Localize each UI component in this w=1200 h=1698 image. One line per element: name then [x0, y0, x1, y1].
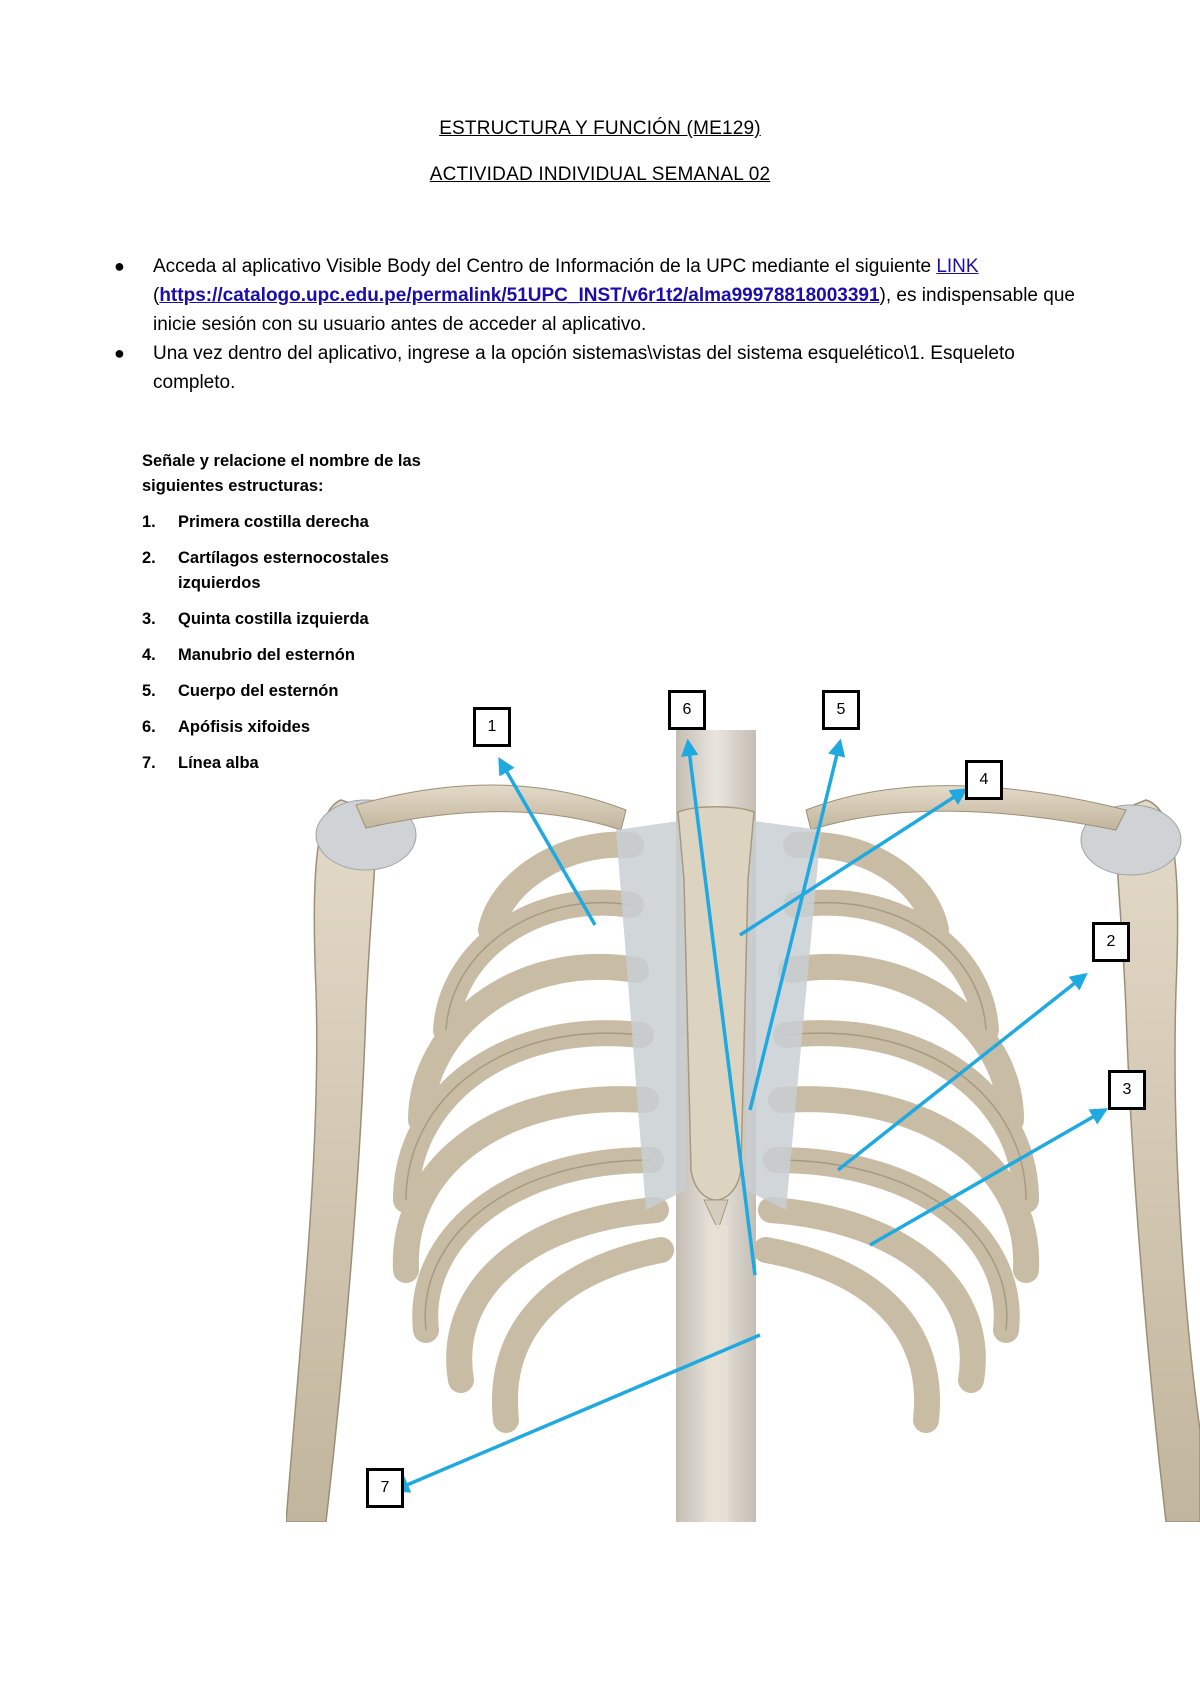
- instruction-item-2: ● Una vez dentro del aplicativo, ingrese…: [108, 339, 1088, 397]
- instruction-1-text: Acceda al aplicativo Visible Body del Ce…: [153, 256, 937, 277]
- right-humerus: [286, 799, 377, 1522]
- item-label: Manubrio del esternón: [178, 646, 355, 664]
- instructions-list: ● Acceda al aplicativo Visible Body del …: [108, 252, 1088, 397]
- item-label: Primera costilla derecha: [178, 513, 369, 531]
- structure-item: 3. Quinta costilla izquierda: [142, 607, 462, 632]
- task-intro: Señale y relacione el nombre de las sigu…: [142, 452, 421, 495]
- document-subtitle: ACTIVIDAD INDIVIDUAL SEMANAL 02: [429, 164, 771, 185]
- callout-box-5: 5: [822, 690, 860, 730]
- item-number: 7.: [142, 754, 156, 772]
- instruction-1-tail: ), es indispensable que inicie sesión co…: [153, 285, 1075, 335]
- document-title: ESTRUCTURA Y FUNCIÓN (ME129): [439, 118, 761, 139]
- link-anchor[interactable]: LINK: [936, 256, 979, 277]
- callout-box-1: 1: [473, 707, 511, 747]
- item-number: 4.: [142, 646, 156, 664]
- item-number: 6.: [142, 718, 156, 736]
- structure-item: 5. Cuerpo del esternón: [142, 679, 462, 704]
- structures-list: 1. Primera costilla derecha 2. Cartílagos …: [142, 510, 462, 787]
- structure-item: 4. Manubrio del esternón: [142, 643, 462, 668]
- ribcage-figure: [286, 730, 1200, 1522]
- item-number: 1.: [142, 513, 156, 531]
- bullet-icon: ●: [114, 343, 125, 363]
- callout-box-4: 4: [965, 760, 1003, 800]
- instruction-item-1: ● Acceda al aplicativo Visible Body del …: [108, 252, 1088, 339]
- callout-box-3: 3: [1108, 1070, 1146, 1110]
- item-label: Quinta costilla izquierda: [178, 610, 369, 628]
- structure-item: 7. Línea alba: [142, 751, 462, 776]
- item-number: 5.: [142, 682, 156, 700]
- structure-item: 1. Primera costilla derecha: [142, 510, 462, 535]
- right-ribs: [392, 831, 674, 1433]
- item-label: Cuerpo del esternón: [178, 682, 339, 700]
- item-label: Línea alba: [178, 754, 259, 772]
- structure-item: 6. Apófisis xifoides: [142, 715, 462, 740]
- callout-box-7: 7: [366, 1468, 404, 1508]
- item-number: 2.: [142, 549, 156, 567]
- callout-box-2: 2: [1092, 922, 1130, 962]
- bullet-icon: ●: [114, 256, 125, 276]
- instruction-2-text: Una vez dentro del aplicativo, ingrese a…: [153, 343, 1015, 393]
- structure-item: 2. Cartílagos esternocostales izquierdos: [142, 546, 428, 596]
- item-number: 3.: [142, 610, 156, 628]
- item-label: Cartílagos esternocostales izquierdos: [178, 549, 389, 592]
- linea-alba: [706, 1225, 728, 1522]
- catalog-url-link[interactable]: https://catalogo.upc.edu.pe/permalink/51…: [159, 285, 880, 306]
- paren-open: (: [153, 285, 160, 306]
- callout-box-6: 6: [668, 690, 706, 730]
- left-humerus: [1115, 799, 1200, 1522]
- item-label: Apófisis xifoides: [178, 718, 311, 736]
